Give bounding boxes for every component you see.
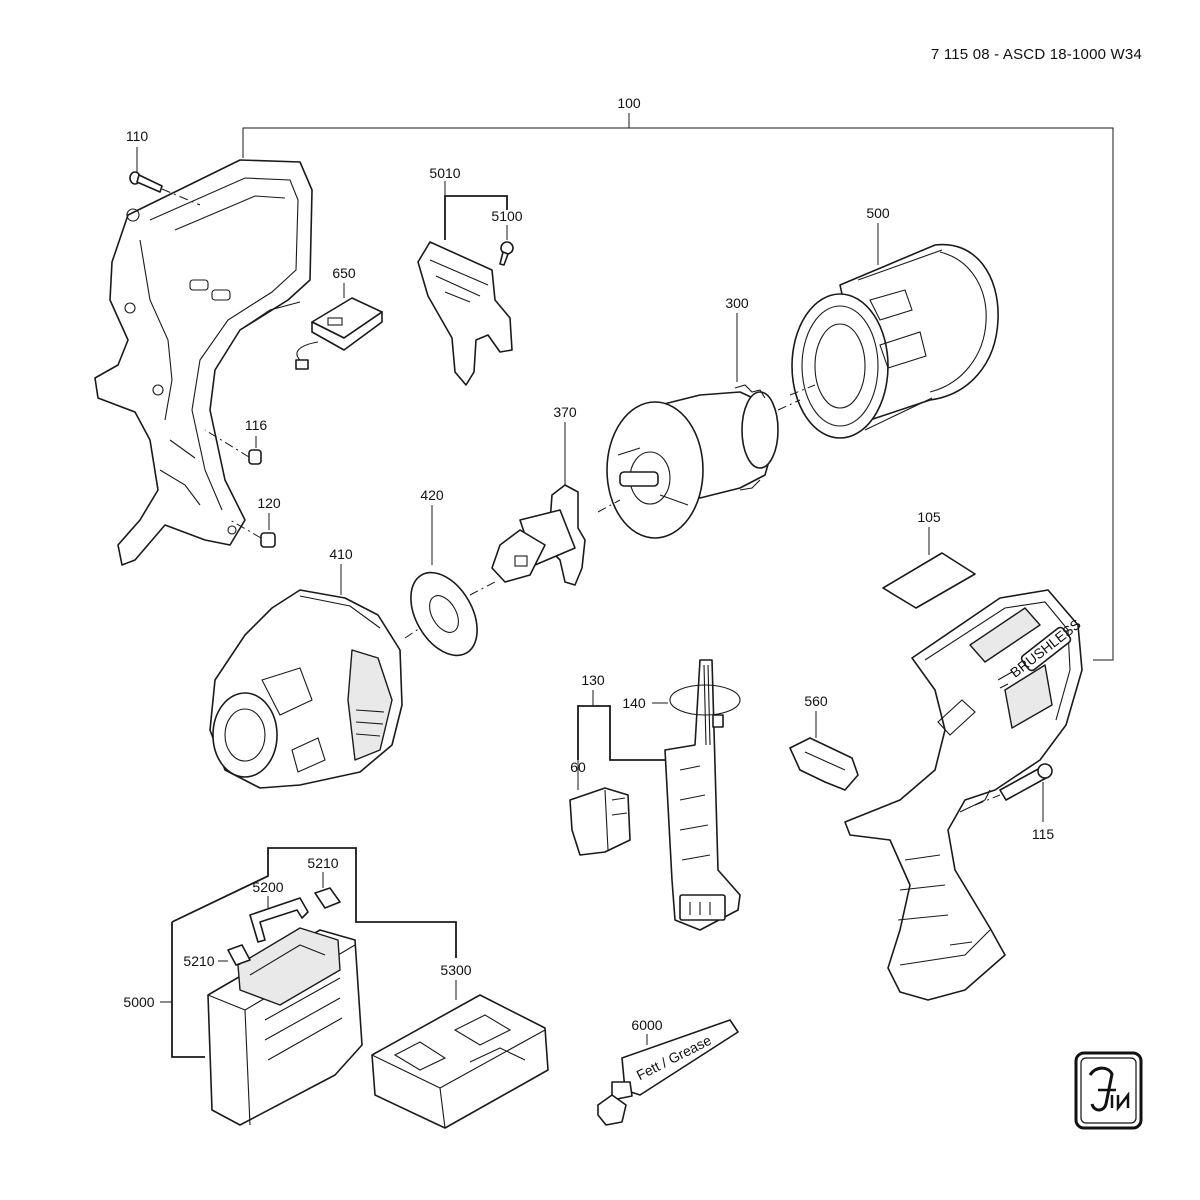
part-130-electronics: 130 (577, 659, 741, 931)
callout-500: 500 (866, 205, 890, 221)
callout-410: 410 (329, 546, 353, 562)
callout-370: 370 (553, 404, 577, 420)
callout-560: 560 (804, 693, 828, 709)
document-title: 7 115 08 - ASCD 18-1000 W34 (930, 46, 1142, 63)
callout-5100: 5100 (491, 208, 522, 224)
callout-6000: 6000 (631, 1017, 662, 1033)
part-5000-carry-case: 5000 (123, 847, 457, 1126)
callout-105: 105 (917, 509, 941, 525)
part-110-screw: 110 (126, 128, 201, 206)
callout-130: 130 (581, 672, 605, 688)
part-5300-case-insert: 5300 (371, 962, 549, 1129)
part-560-trigger: 560 (789, 693, 859, 791)
callout-5200: 5200 (252, 879, 283, 895)
housing-right-half: BRUSHLESS (844, 589, 1084, 1001)
part-5210-latch-left: 5210 (183, 944, 251, 969)
callout-5210-top: 5210 (307, 855, 338, 871)
part-420-washer: 420 (404, 487, 478, 657)
callout-5300: 5300 (440, 962, 471, 978)
part-5010-direction-lever: 5010 (417, 165, 513, 386)
callout-650: 650 (332, 265, 356, 281)
part-650-circuit-board: 650 (295, 265, 383, 370)
part-410-gear-housing: 410 (209, 546, 403, 789)
callout-5210-left: 5210 (183, 953, 214, 969)
part-120-clip: 120 (229, 495, 281, 548)
part-500-motor-stator: 500 (789, 205, 999, 439)
part-300-gearbox: 300 (597, 295, 801, 539)
callout-5000: 5000 (123, 994, 154, 1010)
assembly-bracket-100 (242, 113, 1114, 661)
callout-110: 110 (126, 128, 149, 144)
fein-logo (1074, 1051, 1143, 1130)
callout-120: 120 (257, 495, 281, 511)
part-370-spindle: 370 (469, 404, 586, 596)
part-6000-grease-tube: Fett / Grease 6000 (597, 1017, 739, 1126)
part-5210-latch-top: 5210 (307, 855, 341, 909)
part-5100-screw: 5100 (491, 208, 523, 266)
part-60-switch: 60 (569, 759, 631, 856)
callout-5010: 5010 (429, 165, 460, 181)
callout-60: 60 (570, 759, 586, 775)
callout-100: 100 (617, 95, 641, 111)
part-140-cable-tie: 140 (622, 684, 741, 728)
housing-left-half (94, 159, 313, 566)
callout-420: 420 (420, 487, 444, 503)
part-116-pin: 116 (204, 417, 268, 465)
callout-140: 140 (622, 695, 646, 711)
callout-116: 116 (245, 417, 268, 433)
part-5200-handle: 5200 (249, 879, 309, 943)
part-105-label-plate: 105 (882, 509, 976, 609)
callout-300: 300 (725, 295, 749, 311)
part-115-screw: 115 (974, 763, 1055, 842)
callout-115: 115 (1032, 826, 1055, 842)
